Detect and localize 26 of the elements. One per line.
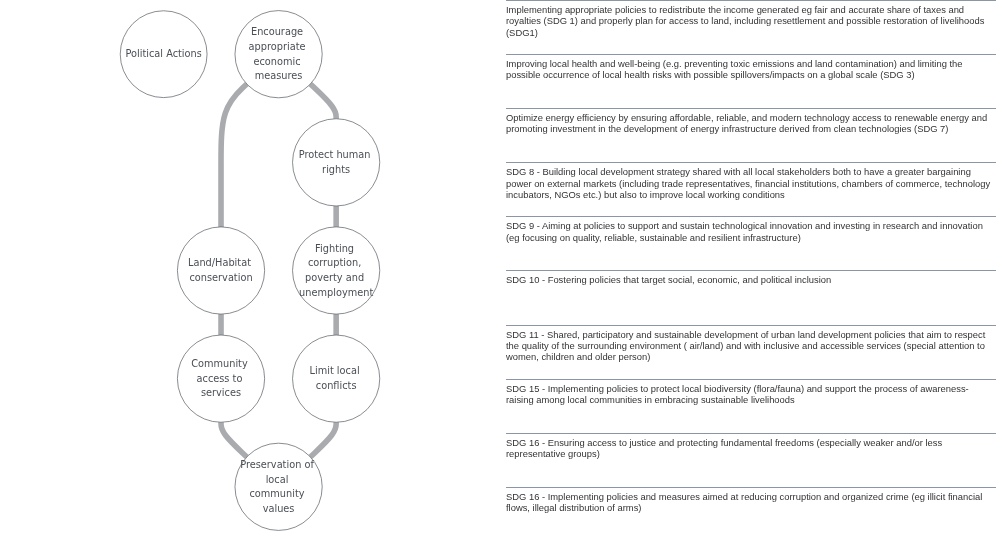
connector	[308, 421, 339, 459]
node-circle	[177, 334, 265, 423]
node-circle	[177, 226, 265, 315]
connector	[308, 82, 339, 120]
sdg-note: Optimize energy efficiency by ensuring affordable, reliable, and modern technology access to renewable energy and promoting investment in the development of energy infrastructure derived from clean technologies (SDG 7)	[506, 112, 989, 135]
node-circle	[234, 442, 323, 531]
sdg-note: SDG 16 - Implementing policies and measures aimed at reducing corruption and organized crime (eg illicit financial flows, illegal distribution of arms)	[506, 490, 984, 514]
node-circle	[119, 10, 208, 98]
connector	[333, 204, 339, 228]
connector	[218, 421, 249, 459]
connector	[218, 313, 224, 337]
sdg-note: SDG 8 - Building local development strategy shared with all local stakeholders both to have a greater bargaining power on external markets (including trade representatives, financial institutions, chambers of commerce, technology incubators, NGOs etc.) but also to improve local working conditions	[506, 166, 992, 201]
node-circle	[292, 118, 381, 207]
sdg-note: SDG 11 - Shared, participatory and sustainable development of urban land development policies that aim to respect the quality of the surrounding environment ( air/land) and with inclusive and accessible services (special attention to women, children and older person)	[506, 328, 987, 363]
connector	[218, 82, 249, 228]
node-circle	[234, 10, 323, 99]
sdg-note: Implementing appropriate policies to redistribute the income generated eg fair and accurate share of taxes and royalties (SDG 1) and properly plan for access to land, including resettlement and possible restoration of livelihoods (SDG1)	[506, 4, 986, 38]
sdg-note: SDG 15 - Implementing policies to protect local biodiversity (flora/fauna) and support the process of awareness-raising among local communities in embracing sustainable livelihoods	[506, 382, 970, 406]
sdg-note: SDG 10 - Fostering policies that target social, economic, and political inclusion	[506, 274, 833, 286]
sdg-note: SDG 16 - Ensuring access to justice and protecting fundamental freedoms (especially weaker and/or less representative groups)	[506, 436, 944, 460]
sdg-note: SDG 9 - Aiming at policies to support and sustain technological innovation and investing in research and innovation (eg focusing on quality, reliable, sustainable and resilient infrastructure)	[506, 220, 984, 243]
sdg-note: Improving local health and well-being (e.g. preventing toxic emissions and land contamination) and limiting the possible occurrence of local health risks with possible spillovers/impacts on a global scale (SDG 3)	[506, 58, 964, 81]
node-circle	[292, 226, 381, 315]
connector	[333, 313, 339, 337]
cycle-diagram: Political Actions Encourage appropriate economic measures Protect human rights Land/Habitat conservation Fighting corruption, poverty and unemployment Community access to services Limit local conflicts Preservation of local community values	[5, 5, 495, 536]
node-circle	[292, 334, 381, 423]
